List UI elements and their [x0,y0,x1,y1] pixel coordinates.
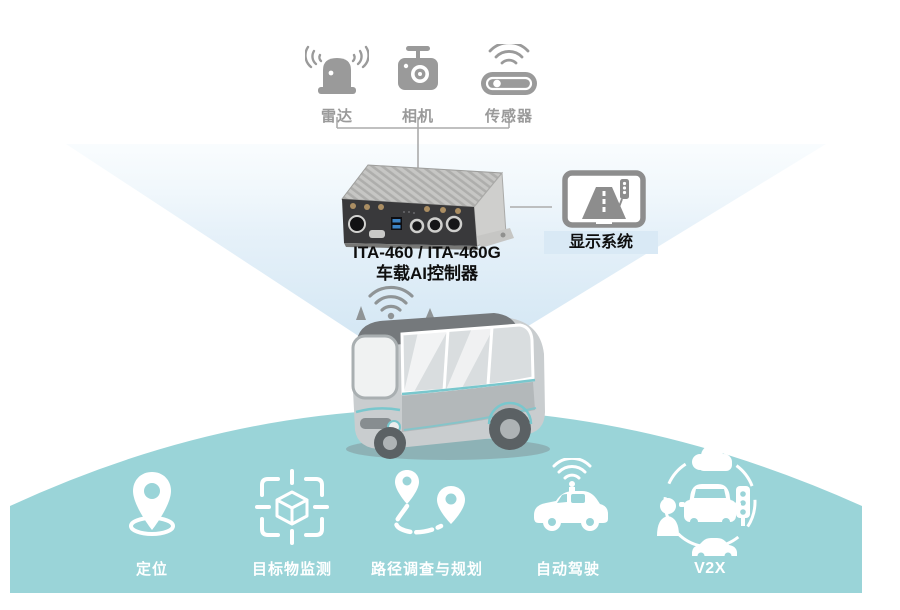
traffic-light-icon [736,486,750,526]
bus-antenna [425,308,435,320]
controller-model: ITA-460 / ITA-460G [353,243,501,262]
feature-label-autonomous-driving: 自动驾驶 [535,561,600,578]
wireless-sensor-icon [481,44,537,95]
feature-label-route-planning: 路径调查与规划 [370,561,483,578]
display-system-label: 显示系统 [568,234,633,251]
sensor-item-sensor: 传感器 [461,44,557,126]
camera-label: 相机 [401,108,434,125]
car-side-icon [692,538,737,560]
monitor-road-icon [562,170,646,228]
radar-beacon-icon [305,45,369,94]
shuttle-bus-illustration [351,285,545,459]
bus-wifi-icon [368,285,414,312]
controller-device-image [341,164,514,250]
object-scan-cube-icon [255,469,329,545]
bus-antenna [356,306,366,320]
sensor-item-radar: 雷达 [289,44,385,126]
v2x-network-icon [657,445,757,560]
connected-car-icon [534,458,608,531]
cloud-icon [692,445,732,471]
sensor-item-camera: 相机 [370,44,466,126]
person-icon [657,498,679,536]
feature-label-v2x: V2X [694,560,726,577]
route-pins-icon [394,470,465,535]
controller-name: 车载AI控制器 [376,264,478,283]
ground-ellipse [10,409,862,593]
car-front-icon [679,484,741,526]
feature-label-positioning: 定位 [135,561,168,578]
location-pin-icon [129,472,175,536]
feature-label-object-detection: 目标物监测 [251,561,332,578]
dashcam-icon [398,46,438,90]
sensor-label: 传感器 [484,108,533,125]
sensor-bracket-line [336,117,510,170]
display-highlight-band [544,231,658,254]
antenna-connectors [350,203,461,214]
radar-label: 雷达 [320,108,353,125]
controller-caption: ITA-460 / ITA-460G 车载AI控制器 [322,242,532,284]
